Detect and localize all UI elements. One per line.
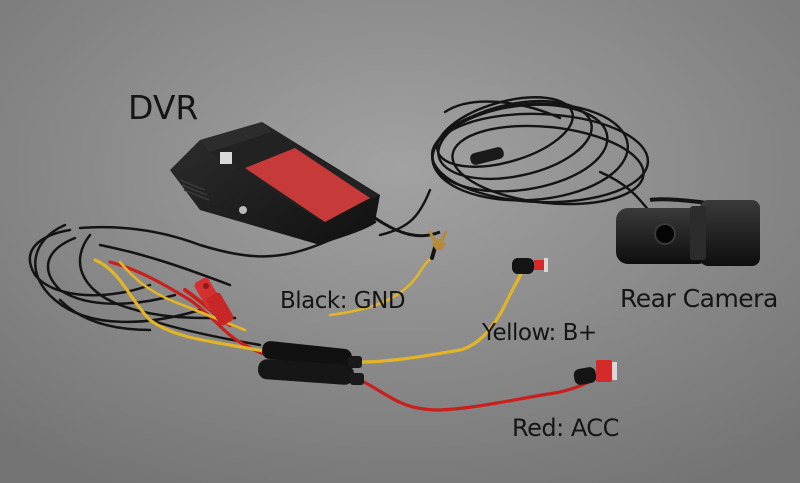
red-acc-label: Red: ACC (512, 414, 619, 442)
gnd-spade-terminal (428, 230, 448, 260)
acc-fuse-tap (573, 360, 617, 385)
camera-lens (654, 223, 676, 245)
red-connectors (194, 277, 234, 326)
rear-camera-cable-coil (378, 96, 652, 237)
rear-camera (616, 197, 760, 266)
rear-camera-label: Rear Camera (620, 284, 778, 313)
dvr-vent (179, 179, 210, 201)
b-plus-fuse-tap (512, 258, 548, 274)
power-harness-black (28, 220, 377, 347)
dvr-cable (374, 216, 441, 238)
yellow-bplus-label: Yellow: B+ (482, 320, 597, 346)
black-gnd-label: Black: GND (280, 288, 406, 314)
cable-connector (470, 147, 504, 165)
dvr-sticker (245, 148, 370, 222)
dvr-unit (170, 122, 380, 245)
dvr-label: DVR (128, 88, 199, 127)
qr-code (220, 152, 232, 164)
fuse-holders (258, 341, 364, 385)
yellow-wire-branch (328, 256, 434, 317)
dvr-button (239, 206, 247, 214)
